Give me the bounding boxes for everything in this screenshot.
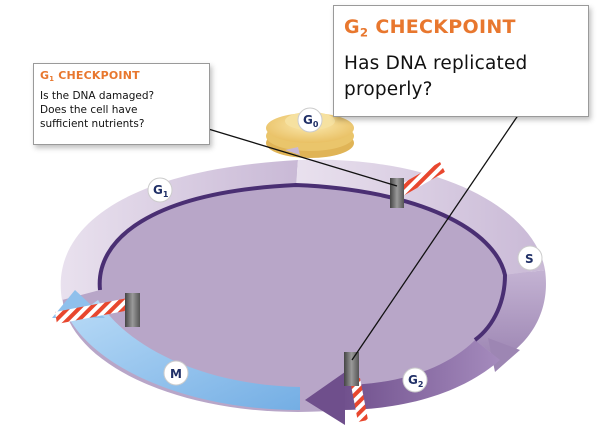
s-arrowhead	[488, 338, 520, 372]
s-band-upper	[296, 159, 545, 275]
g2-checkpoint-question-b: properly?	[344, 78, 433, 100]
phase-badge-g0: G0	[297, 107, 323, 133]
checkpoint-barrier-icon-m	[55, 293, 140, 327]
g2-arrowhead	[305, 372, 345, 425]
g1-checkpoint-callout: G1 CHECKPOINT Is the DNA damaged? Does t…	[33, 63, 210, 145]
g1-checkpoint-question-2a: Does the cell have	[40, 104, 138, 117]
ring-inner-edge	[97, 182, 508, 342]
g0-return-arrow	[285, 147, 300, 155]
s-band	[475, 270, 546, 360]
m-band	[70, 300, 300, 410]
g2-checkpoint-callout: G2 CHECKPOINT Has DNA replicated properl…	[333, 5, 589, 117]
g1-band	[60, 160, 299, 300]
svg-text:G0: G0	[303, 113, 319, 129]
phase-badge-g2: G2	[402, 367, 428, 393]
svg-text:G2: G2	[408, 373, 423, 389]
g2-checkpoint-title: G2 CHECKPOINT	[344, 16, 516, 40]
phase-badge-s: S	[517, 245, 543, 271]
svg-text:G1: G1	[153, 183, 169, 199]
phase-badge-m: M	[163, 360, 189, 386]
svg-text:S: S	[525, 252, 534, 266]
svg-text:M: M	[170, 367, 182, 381]
g2-callout-leader-line	[351, 107, 524, 361]
g1-checkpoint-question-2b: sufficient nutrients?	[40, 118, 145, 131]
g1-checkpoint-question-1: Is the DNA damaged?	[40, 90, 155, 103]
checkpoint-barrier-icon-g2	[344, 352, 368, 422]
g2-checkpoint-question-a: Has DNA replicated	[344, 52, 528, 74]
phase-badge-g1: G1	[147, 177, 173, 203]
g1-checkpoint-title: G1 CHECKPOINT	[40, 69, 140, 84]
g1-callout-leader-line	[204, 127, 398, 187]
ring-shadow	[62, 172, 534, 412]
